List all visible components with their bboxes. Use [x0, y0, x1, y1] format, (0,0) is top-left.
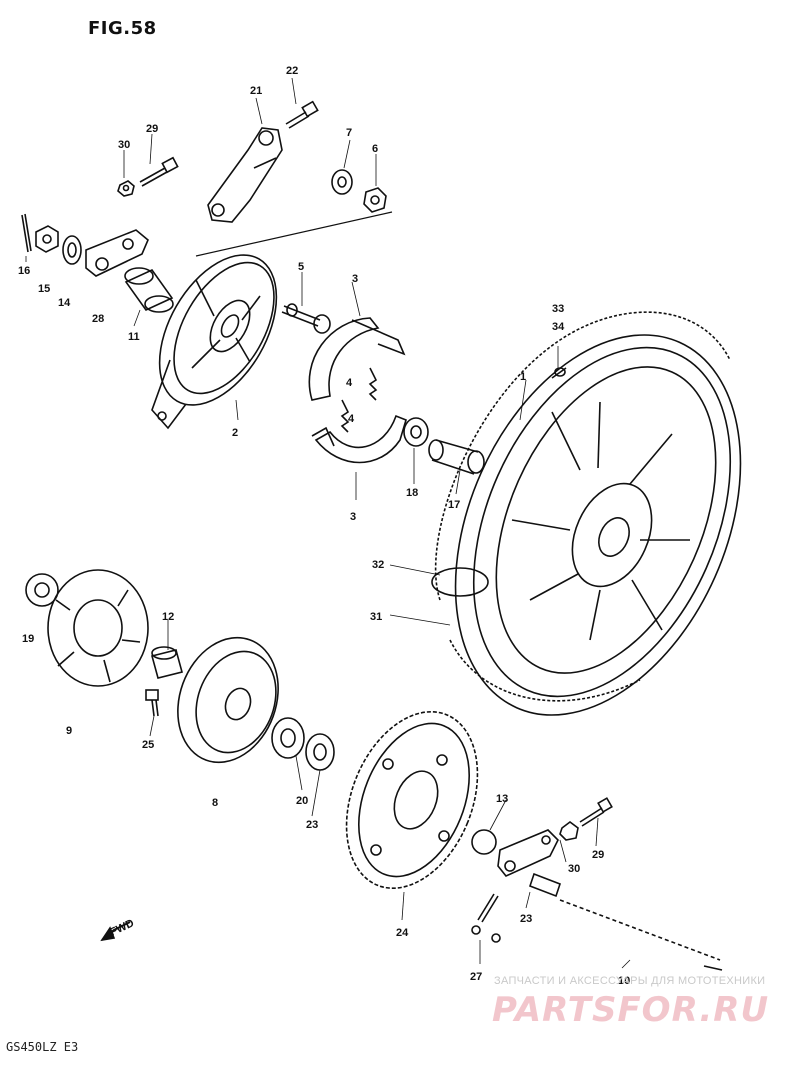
callout: 2 — [232, 427, 238, 439]
model-code: GS450LZ E3 — [6, 1040, 79, 1054]
callout: 9 — [66, 725, 72, 737]
chain-adjuster-lower — [497, 829, 559, 877]
spacer-13 — [471, 829, 497, 855]
sprocket-hub-8 — [177, 636, 279, 764]
callout: 32 — [372, 559, 384, 571]
callout: 23 — [520, 913, 532, 925]
forward-arrow-icon — [100, 921, 131, 942]
brake-shoe-3-upper — [308, 317, 406, 401]
callout: 15 — [38, 283, 50, 295]
callout: 20 — [296, 795, 308, 807]
callout: 16 — [18, 265, 30, 277]
nut-30-lower — [559, 821, 579, 841]
cotter-pin-27 — [471, 893, 501, 943]
callout: 14 — [58, 297, 71, 309]
callout: 1 — [520, 371, 526, 383]
rear-sprocket-24 — [345, 710, 479, 890]
callout: 31 — [370, 611, 382, 623]
callout: 29 — [592, 849, 604, 861]
callout: 24 — [396, 927, 409, 939]
assembly-guide-line — [195, 211, 393, 257]
rear-wheel-1 — [454, 334, 742, 716]
callout: 19 — [22, 633, 34, 645]
watermark-logo: PARTSFOR.RU — [492, 990, 770, 1030]
brake-shoe-3-lower — [311, 414, 407, 464]
callout: 4 — [348, 413, 355, 425]
spacer-12 — [151, 646, 183, 679]
callout: 33 — [552, 303, 564, 315]
bolt-25 — [145, 689, 159, 717]
cotter-pin-16 — [21, 213, 32, 253]
cushion-9 — [47, 569, 149, 687]
nut-30-top — [117, 180, 135, 197]
callout: 3 — [350, 511, 356, 523]
callout: 28 — [92, 313, 104, 325]
tube-32 — [431, 567, 489, 597]
bearing-18 — [403, 417, 429, 447]
callout: 4 — [346, 377, 353, 389]
callout: 11 — [128, 331, 140, 343]
castle-nut-15 — [35, 225, 59, 253]
bolt-29-top — [139, 156, 179, 187]
callout: 21 — [250, 85, 262, 97]
bolt-29-lower — [579, 797, 613, 827]
valve-33-34 — [551, 367, 567, 379]
figure-title: FIG.58 — [88, 18, 157, 39]
forward-arrow-label: FWD — [108, 917, 136, 938]
torque-link-21 — [207, 127, 283, 223]
callout: 23 — [306, 819, 318, 831]
callout-labels: 22 21 30 29 7 6 16 15 14 28 11 5 3 4 4 2… — [18, 65, 630, 987]
callout: 5 — [298, 261, 304, 273]
callout: 29 — [146, 123, 158, 135]
brake-panel-2 — [151, 254, 278, 430]
callout: 10 — [618, 975, 630, 987]
spacer-11 — [124, 267, 174, 313]
callout: 27 — [470, 971, 482, 983]
callout: 25 — [142, 739, 154, 751]
bearing-19 — [25, 573, 59, 607]
callout: 12 — [162, 611, 174, 623]
axle-10 — [559, 899, 723, 971]
callout: 13 — [496, 793, 508, 805]
nut-6 — [363, 187, 387, 213]
washer-14 — [62, 235, 82, 265]
washer-7 — [331, 169, 353, 195]
callout: 7 — [346, 127, 352, 139]
tire-31 — [434, 311, 731, 702]
spacer-23 — [305, 733, 335, 771]
callout: 3 — [352, 273, 358, 285]
callout: 18 — [406, 487, 418, 499]
spacer-17 — [428, 439, 485, 475]
spring-4-lower — [340, 399, 350, 433]
callout: 30 — [568, 863, 580, 875]
bolt-22 — [285, 100, 319, 129]
callout: 17 — [448, 499, 460, 511]
watermark-caption: ЗАПЧАСТИ И АКСЕССУАРЫ ДЛЯ МОТОТЕХНИКИ — [494, 975, 766, 987]
bearing-20 — [271, 717, 305, 759]
brake-cam-5 — [281, 303, 331, 334]
callout: 8 — [212, 797, 218, 809]
spacer-23-lower — [528, 872, 562, 898]
spring-4-upper — [368, 367, 378, 401]
callout: 30 — [118, 139, 130, 151]
chain-adjuster-28 — [85, 229, 149, 277]
callout: 34 — [552, 321, 565, 333]
leader-lines — [25, 77, 631, 969]
callout: 22 — [286, 65, 298, 77]
callout: 6 — [372, 143, 378, 155]
